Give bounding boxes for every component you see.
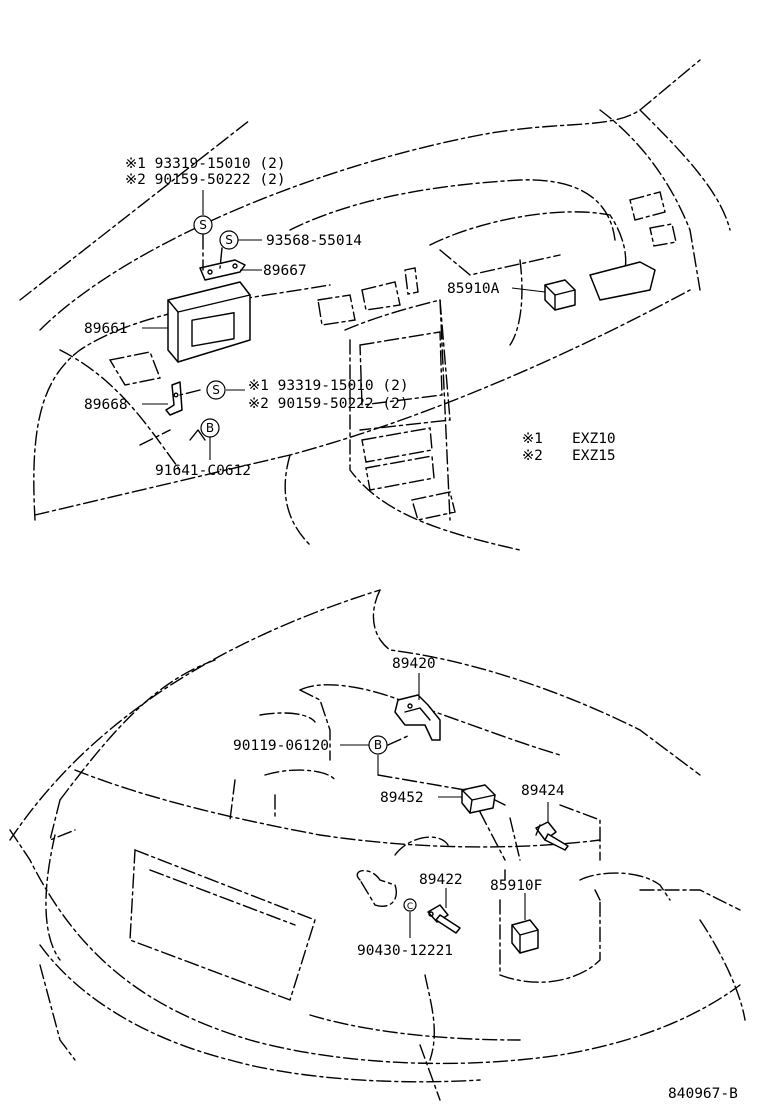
sensor-89422 <box>427 904 461 934</box>
relay-85910a <box>544 261 656 311</box>
bracket-89667 <box>199 259 246 281</box>
engine-bay-outline <box>9 589 746 1101</box>
svg-text:B: B <box>374 738 382 752</box>
svg-text:C: C <box>407 902 413 912</box>
dashboard-outline <box>19 59 731 551</box>
svg-text:S: S <box>212 383 220 397</box>
sensor-89420 <box>394 694 441 741</box>
callout-upper-line1: ※1 93319-15010 (2) <box>125 156 286 172</box>
callout-lower-line2: ※2 90159-50222 (2) <box>248 396 409 412</box>
label-89422: 89422 <box>419 872 463 888</box>
legend-1-mark: ※1 <box>522 431 543 447</box>
label-93568-55014: 93568-55014 <box>266 233 362 249</box>
label-85910a: 85910A <box>447 281 500 297</box>
callout-lower-line1: ※1 93319-15010 (2) <box>248 378 409 394</box>
label-89452: 89452 <box>380 790 424 806</box>
legend-2-code: EXZ15 <box>572 448 616 464</box>
bracket-89668 <box>165 381 183 416</box>
screw-symbol-lower: S <box>206 380 226 400</box>
label-85910f: 85910F <box>490 878 542 894</box>
ecu-89661 <box>167 281 251 363</box>
label-91641-c0612: 91641-C0612 <box>155 463 251 479</box>
bottom-leader-lines <box>340 673 549 938</box>
relay-85910f <box>511 919 539 954</box>
legend-1-code: EXZ10 <box>572 431 616 447</box>
label-89667: 89667 <box>263 263 307 279</box>
label-89420: 89420 <box>392 656 436 672</box>
svg-text:S: S <box>199 218 207 232</box>
sensor-89424 <box>535 821 569 851</box>
svg-text:B: B <box>206 421 214 435</box>
figure-id: 840967-B <box>668 1086 738 1102</box>
callout-upper-line2: ※2 90159-50222 (2) <box>125 172 286 188</box>
screw-symbol-upper: S <box>193 215 213 235</box>
svg-text:S: S <box>225 233 233 247</box>
top-leader-lines <box>142 190 546 460</box>
label-89668: 89668 <box>84 397 128 413</box>
screw-symbol-93568: S <box>219 230 239 250</box>
bolt-symbol-top: B <box>200 418 220 438</box>
bolt-symbol-bottom: B <box>368 735 388 755</box>
clip-symbol: C <box>403 898 417 912</box>
legend-2-mark: ※2 <box>522 448 543 464</box>
label-90119-06120: 90119-06120 <box>233 738 329 754</box>
label-90430-12221: 90430-12221 <box>357 943 453 959</box>
module-89452 <box>461 784 506 814</box>
label-89661: 89661 <box>84 321 128 337</box>
label-89424: 89424 <box>521 783 565 799</box>
